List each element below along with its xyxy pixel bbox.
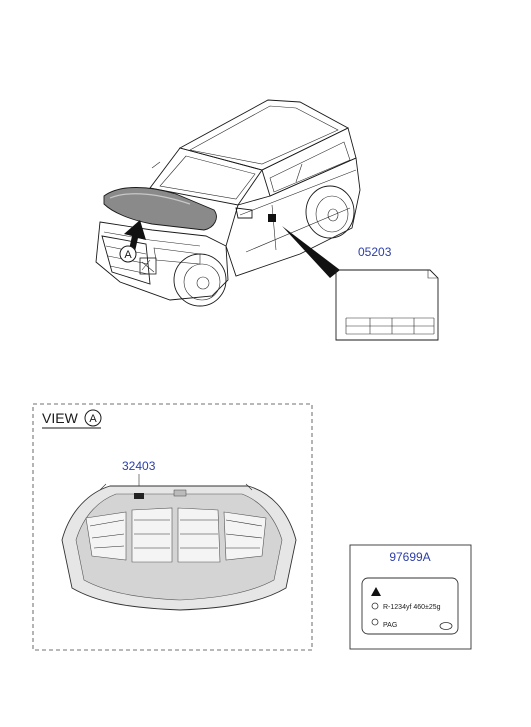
view-a-section: VIEW A 32403 — [32, 403, 313, 651]
refrigerant-icon — [371, 602, 379, 610]
label-leader — [282, 226, 340, 278]
label-97699A: 97699A R-1234yf 460±25g PAG — [349, 544, 472, 650]
hood-underside — [61, 483, 297, 611]
label-97699A-frame — [349, 544, 472, 650]
part-number-32403[interactable]: 32403 — [122, 459, 156, 473]
view-a-callout-circle — [119, 245, 137, 263]
part-number-97699A[interactable]: 97699A — [389, 550, 430, 564]
view-a-frame — [32, 403, 313, 651]
part-number-05203[interactable]: 05203 — [358, 245, 392, 259]
hood-highlight — [103, 187, 217, 231]
warning-triangle-icon — [371, 587, 381, 596]
car-illustration: A — [95, 99, 361, 307]
oil-icon — [371, 618, 379, 626]
label-97699A-inner — [361, 577, 459, 635]
view-a-callout-letter: A — [124, 249, 132, 261]
view-letter-circle — [84, 409, 102, 427]
view-letter: A — [89, 413, 97, 425]
label-05203: 05203 — [335, 245, 439, 341]
oil-spec: PAG — [383, 622, 397, 629]
refrigerant-spec: R-1234yf 460±25g — [383, 604, 441, 611]
view-title: VIEW — [42, 410, 79, 426]
label-oval-mark — [439, 622, 453, 630]
hood-arrow — [124, 220, 146, 256]
